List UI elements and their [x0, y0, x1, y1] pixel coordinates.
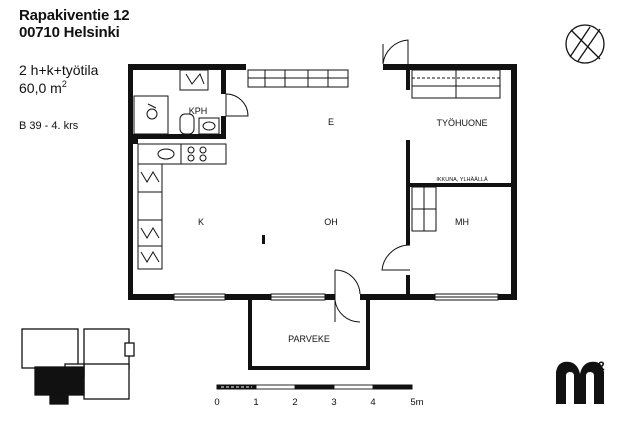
exterior-walls [128, 64, 517, 300]
scale-label-4: 4 [370, 397, 375, 408]
windows [173, 293, 499, 301]
room-label-tyohuone: TYÖHUONE [436, 118, 487, 128]
area-value: 60,0 m [19, 80, 62, 96]
unit-floor: B 39 - 4. krs [19, 120, 79, 132]
balcony [248, 300, 370, 370]
logo-sup: 2 [598, 359, 605, 373]
interior-walls [133, 70, 511, 294]
hall-wardrobes [247, 69, 349, 88]
bedroom-wardrobes [411, 186, 437, 232]
scale-label-5m: 5m [410, 397, 423, 408]
room-label-k: K [198, 217, 204, 227]
bathroom-fixtures [133, 69, 220, 135]
room-label-oh: OH [324, 217, 338, 227]
scale-label-3: 3 [331, 397, 336, 408]
room-label-e: E [328, 117, 334, 127]
column-marker [262, 235, 265, 244]
area-unit-sup: 2 [61, 79, 67, 89]
scale-label-2: 2 [292, 397, 297, 408]
study-cabinets [411, 69, 501, 99]
scale-labels: 0 1 2 3 4 5m [214, 397, 423, 408]
kitchen-fixtures [137, 143, 227, 270]
apartment-type: 2 h+k+työtila [19, 62, 99, 78]
scale-label-0: 0 [214, 397, 219, 408]
scale-label-1: 1 [253, 397, 258, 408]
apartment-area: 60,0 m2 [19, 79, 67, 96]
room-label-mh: MH [455, 217, 469, 227]
doors [225, 39, 411, 323]
building-keyplan-icon [21, 328, 135, 405]
room-label-parveke: PARVEKE [288, 334, 330, 344]
window-note: IKKUNA, YLHÄÄLLÄ [436, 176, 488, 183]
address-street: Rapakiventie 12 [19, 7, 130, 24]
scale-bar [216, 384, 413, 390]
m2-logo-icon: 2 [556, 359, 605, 404]
room-label-kph: KPH [189, 106, 208, 116]
compass-icon [565, 24, 605, 64]
address-postal-city: 00710 Helsinki [19, 24, 120, 41]
